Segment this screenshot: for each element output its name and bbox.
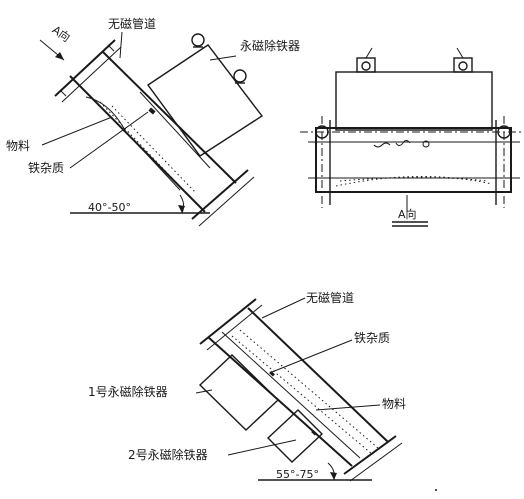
- label-material-1: 物料: [6, 139, 30, 153]
- pipe3-wall-left: [207, 336, 353, 467]
- diagram1-chute: [39, 31, 264, 227]
- magnet2-body: [335, 71, 493, 131]
- label-angle-1: 40°-50°: [88, 201, 131, 214]
- label-iron-1: 铁杂质: [28, 161, 64, 175]
- magnet1-lifting-eye-b: [233, 69, 247, 83]
- leader-magnet3-2: [227, 439, 297, 456]
- label-view-arrow-1: A向: [50, 23, 73, 45]
- leader-material1: [41, 116, 113, 146]
- leader-pipe3: [261, 297, 306, 319]
- diagram3-chute: [195, 297, 403, 482]
- label-angle-3: 55°-75°: [276, 468, 319, 481]
- material-heap: [335, 175, 493, 187]
- diagram2-section: [300, 47, 522, 227]
- leader-material3: [315, 404, 381, 411]
- pipe1-bottom-flange: [191, 169, 249, 220]
- iron-deposit-3b: [311, 429, 317, 436]
- leader-pipe1: [119, 31, 123, 59]
- label-view-2: A向: [398, 207, 417, 221]
- label-pipe-3: 无磁管道: [306, 290, 354, 305]
- pipe1-wall-right: [102, 51, 237, 184]
- magnet1-lifting-eye-a: [191, 33, 205, 47]
- leader-iron3: [271, 339, 353, 373]
- label-material-3: 物料: [382, 397, 406, 411]
- pipe1-material-edge: [85, 96, 181, 191]
- duct-frame: [315, 127, 512, 193]
- leader-magnet3-1: [195, 389, 213, 394]
- magnet1-body: [147, 44, 264, 157]
- pipe3-wall-right: [247, 307, 389, 443]
- magnet3-no1: [198, 354, 280, 431]
- pipe3-material: [231, 335, 373, 455]
- label-magnet3-no2: 2号永磁除铁器: [128, 447, 208, 462]
- pipe3-top-flange: [199, 298, 257, 345]
- pipe1-top-flange: [54, 39, 116, 97]
- bolt-left: [315, 125, 329, 139]
- label-magnet3-no1: 1号永磁除铁器: [88, 384, 168, 399]
- bolt-right: [497, 125, 511, 139]
- leader-iron1: [69, 111, 149, 169]
- stray-dot: [435, 489, 437, 491]
- pipe3-bottom-flange: [343, 435, 397, 475]
- leader-magnet1: [209, 55, 237, 61]
- label-pipe-1: 无磁管道: [108, 16, 156, 31]
- iron-deposit-3a: [269, 370, 275, 377]
- magnet3-no2: [266, 409, 324, 463]
- label-magnet-1: 永磁除铁器: [240, 38, 300, 53]
- iron-chips: [373, 140, 411, 148]
- label-iron-3: 铁杂质: [354, 331, 390, 345]
- iron-deposit-1: [148, 107, 156, 115]
